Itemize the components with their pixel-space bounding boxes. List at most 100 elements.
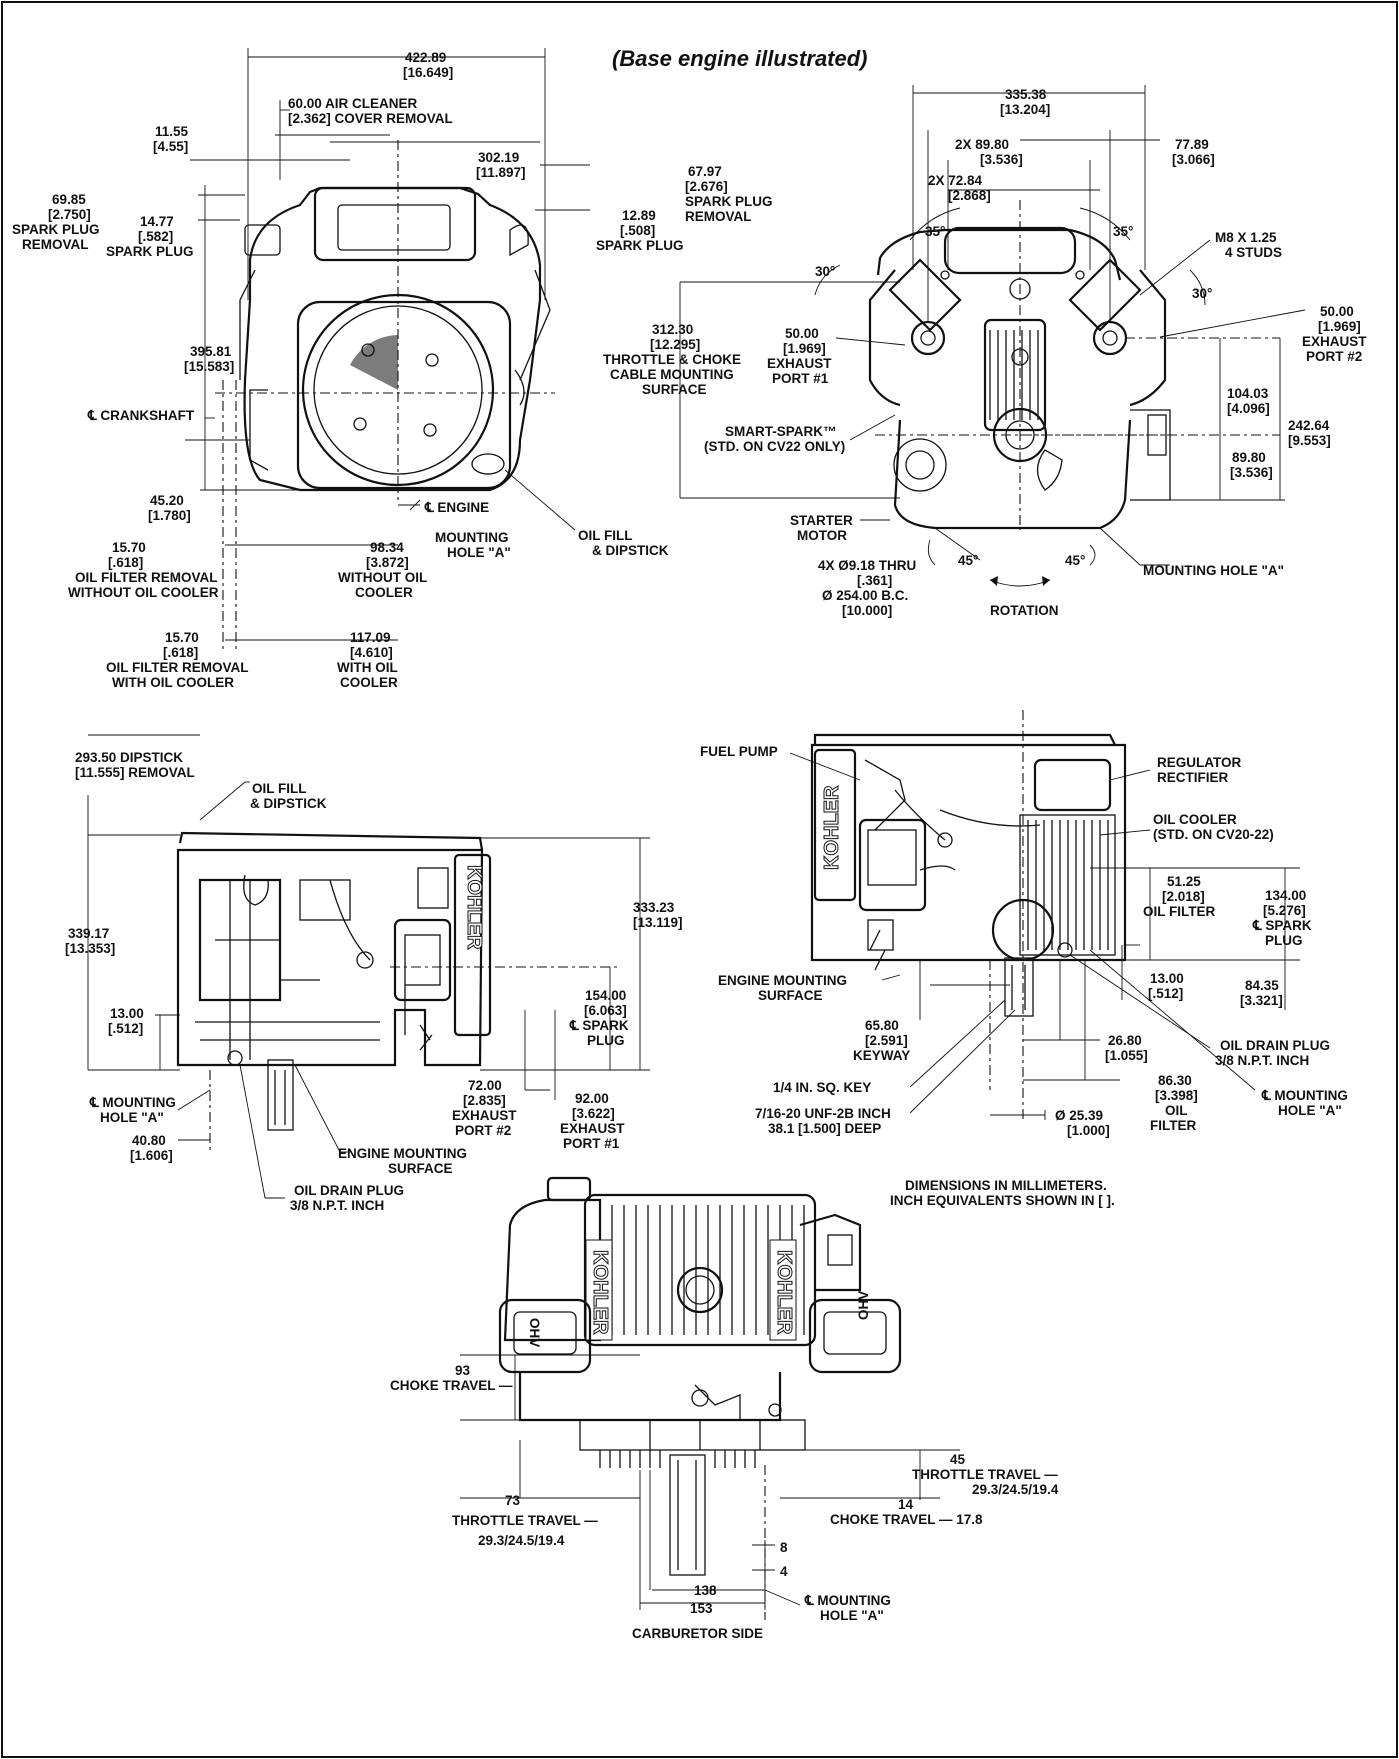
left-oil-fill-label2: & DIPSTICK	[250, 796, 327, 811]
dim-14-77: 14.77	[140, 214, 174, 229]
dim-15-70b-label2: WITH OIL COOLER	[112, 675, 234, 690]
dim-72-84-in: [2.868]	[948, 188, 991, 203]
svg-text:302.19[11.897]: 302.19[11.897]	[476, 150, 526, 180]
carburetor-side-label: CARBURETOR SIDE	[632, 1626, 763, 1641]
dim-117-09: 117.09	[350, 630, 391, 645]
dim-134-00-label2: PLUG	[1265, 933, 1303, 948]
dim-98-34-label: WITHOUT OIL	[338, 570, 427, 585]
dim-15-70a-label2: WITHOUT OIL COOLER	[68, 585, 219, 600]
rear-mounting-hole-label: ℄ MOUNTING	[804, 1593, 891, 1608]
svg-text:13.00[.512]: 13.00[.512]	[1148, 971, 1184, 1001]
choke-14-label: CHOKE TRAVEL — 17.8	[830, 1512, 983, 1527]
dim-50-00a-label: EXHAUST	[767, 356, 832, 371]
regulator-label: REGULATOR	[1157, 755, 1242, 770]
dim-134-00: 134.00	[1265, 888, 1306, 903]
dim-69-85-label: SPARK PLUG	[12, 222, 100, 237]
dim-15-70a-in: [.618]	[108, 555, 143, 570]
angle-30-right: 30°	[1192, 286, 1212, 301]
dim-15-70b-in: [.618]	[163, 645, 198, 660]
ohv-badge-left: OHV	[527, 1318, 542, 1347]
dim-50-00a-label2: PORT #1	[772, 371, 829, 386]
dim-92-00-label: EXHAUST	[560, 1121, 625, 1136]
dim-395-81: 395.81	[190, 344, 232, 359]
kohler-logo-rear-left: KOHLER	[589, 1250, 611, 1335]
dim-98-34: 98.34	[370, 540, 404, 555]
dim-67-97-label: SPARK PLUG	[685, 194, 773, 209]
dim-104-03-in: [4.096]	[1227, 401, 1270, 416]
dim-104-03: 104.03	[1227, 386, 1269, 401]
svg-text:M8 X 1.254 STUDS: M8 X 1.254 STUDS	[1215, 230, 1282, 260]
dim-72-00-label2: PORT #2	[455, 1123, 511, 1138]
svg-text:293.50 DIPSTICK[11.555] REMOV: 293.50 DIPSTICK[11.555] REMOVAL	[75, 750, 195, 780]
dim-72-84: 2X 72.84	[928, 173, 983, 188]
left-mounting-hole-label2: HOLE "A"	[100, 1110, 164, 1125]
angle-30-left: 30°	[815, 264, 835, 279]
starter-motor-label: STARTER	[790, 513, 853, 528]
svg-text:11.55[4.55]: 11.55[4.55]	[153, 124, 189, 154]
front-view: 422.89[16.649] 60.00 AIR CLEANER[2.362] …	[12, 48, 773, 690]
svg-text:335.38[13.204]: 335.38[13.204]	[1000, 87, 1050, 117]
kohler-logo-right: KOHLER	[821, 785, 843, 870]
dim-134-00-label: ℄ SPARK	[1252, 918, 1312, 933]
svg-text:Ø 25.39[1.000]: Ø 25.39[1.000]	[1055, 1108, 1110, 1138]
dim-72-00: 72.00	[468, 1078, 502, 1093]
dim-65-80-in: [2.591]	[865, 1033, 908, 1048]
dim-50-00b-label2: PORT #2	[1306, 349, 1362, 364]
svg-text:89.80[3.536]: 89.80[3.536]	[1230, 450, 1273, 480]
dim-13-00-left: 13.00	[110, 1006, 144, 1021]
svg-text:104.03[4.096]: 104.03[4.096]	[1227, 386, 1270, 416]
dim-84-35: 84.35	[1245, 978, 1279, 993]
throttle-73-label: THROTTLE TRAVEL —	[452, 1513, 598, 1528]
dim-92-00: 92.00	[575, 1091, 609, 1106]
right-side-view: KOHLER	[700, 710, 1348, 1138]
dim-117-09-label: WITH OIL	[337, 660, 398, 675]
dim-14-77-label: SPARK PLUG	[106, 244, 194, 259]
right-mounting-hole-label: ℄ MOUNTING	[1261, 1088, 1348, 1103]
svg-text:40.80[1.606]: 40.80[1.606]	[130, 1133, 173, 1163]
angle-35-right: 35°	[1113, 224, 1133, 239]
left-engine-mount-label: ENGINE MOUNTING	[338, 1146, 467, 1161]
svg-text:14.77[.582]SPARK PLUG: 14.77[.582]SPARK PLUG	[106, 214, 194, 259]
dim-50-00a-in: [1.969]	[783, 341, 826, 356]
svg-text:2X 72.84[2.868]: 2X 72.84[2.868]	[928, 173, 991, 203]
dim-302-19: 302.19	[478, 150, 519, 165]
dim-98-34-in: [3.872]	[366, 555, 409, 570]
svg-text:12.89[.508]SPARK PLUG: 12.89[.508]SPARK PLUG	[596, 208, 684, 253]
throttle-45: 45	[950, 1452, 966, 1467]
rear-view: KOHLER KOHLER OHV OHV	[390, 1176, 1059, 1641]
svg-text:60.00 AIR CLEANER[2.362] COVE: 60.00 AIR CLEANER[2.362] COVER REMOVAL	[288, 96, 453, 126]
dim-26-80: 26.80	[1108, 1033, 1142, 1048]
angle-45-left: 45°	[958, 553, 978, 568]
throttle-45-value: 29.3/24.5/19.4	[972, 1482, 1059, 1497]
dim-154-00-label2: PLUG	[587, 1033, 625, 1048]
top-mounting-hole-label: MOUNTING HOLE "A"	[1143, 563, 1284, 578]
dim-65-80-label: KEYWAY	[853, 1048, 910, 1063]
dim-117-09-label2: COOLER	[340, 675, 398, 690]
dim-72-00-label: EXHAUST	[452, 1108, 517, 1123]
studs-label: M8 X 1.25	[1215, 230, 1277, 245]
dim-333-23-in: [13.119]	[633, 915, 683, 930]
rotation-label: ROTATION	[990, 603, 1059, 618]
right-engine-mount-label2: SURFACE	[758, 988, 823, 1003]
dim-69-85-in: [2.750]	[48, 207, 91, 222]
front-oil-fill-label: OIL FILL	[578, 528, 633, 543]
dim-89-80a-in: [3.536]	[980, 152, 1023, 167]
angle-45-right: 45°	[1065, 553, 1085, 568]
dim-14-77-in: [.582]	[138, 229, 173, 244]
rear-mounting-hole-label2: HOLE "A"	[820, 1608, 884, 1623]
starter-motor-label2: MOTOR	[797, 528, 847, 543]
dim-26-80-in: [1.055]	[1105, 1048, 1148, 1063]
dim-312-30-label2: CABLE MOUNTING	[610, 367, 734, 382]
dim-4: 4	[780, 1564, 788, 1579]
